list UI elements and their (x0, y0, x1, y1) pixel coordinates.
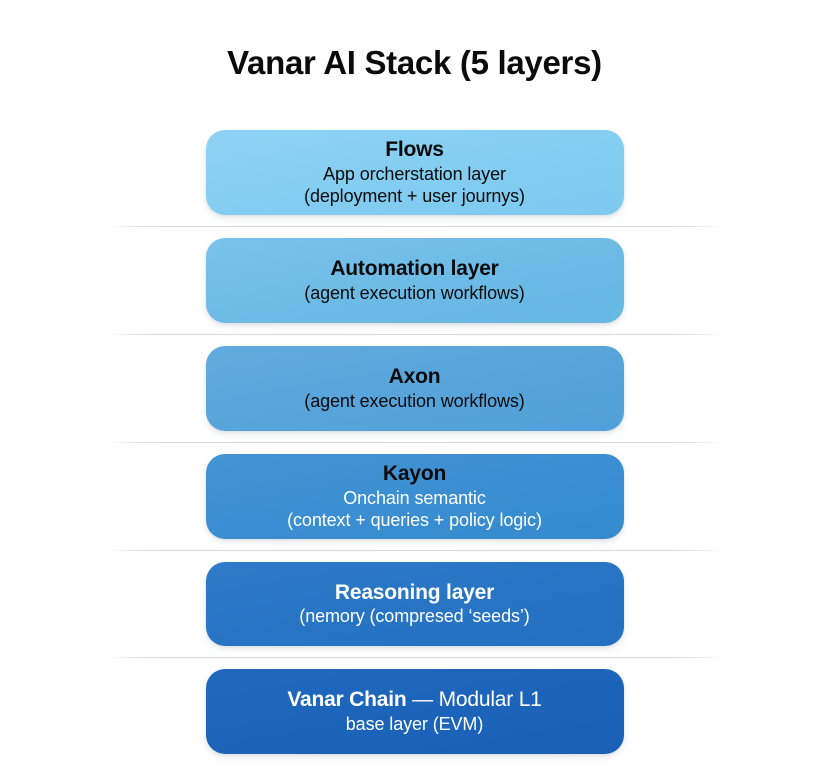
layer-title-vanar-chain-bold: Vanar Chain (287, 688, 407, 712)
layer-title-axon: Axon (388, 365, 441, 389)
layer-box-flows[interactable]: Flows App orcherstation layer (deploymen… (205, 130, 624, 215)
spacer (0, 215, 829, 226)
spacer (0, 335, 829, 346)
layer-row-vanar-chain: Vanar Chain — Modular L1 base layer (EVM… (0, 669, 829, 754)
layer-separator-5 (107, 657, 722, 658)
layer-subtitle-reasoning-layer-1: (nemory (compresed ‘seeds’) (299, 606, 530, 627)
layer-box-automation-layer[interactable]: Automation layer (agent execution workfl… (205, 238, 624, 323)
layer-title-kayon: Kayon (382, 461, 447, 485)
layer-subtitle-kayon-1: Onchain semantic (343, 487, 486, 508)
layer-box-reasoning-layer[interactable]: Reasoning layer (nemory (compresed ‘seed… (205, 562, 624, 646)
spacer (0, 443, 829, 454)
layer-title-vanar-chain-suffix: — Modular L1 (406, 688, 542, 712)
layer-subtitle-kayon-2: (context + queries + policy logic) (287, 509, 542, 530)
layer-subtitle-flows-2: (deployment + user journys) (304, 185, 525, 206)
layer-subtitle-vanar-chain-1: base layer (EVM) (345, 713, 484, 734)
layer-box-vanar-chain[interactable]: Vanar Chain — Modular L1 base layer (EVM… (205, 669, 624, 754)
spacer (0, 646, 829, 657)
layer-subtitle-automation-layer-1: (agent execution workflows) (304, 282, 525, 303)
layer-separator-3 (107, 442, 722, 443)
layer-row-kayon: Kayon Onchain semantic (context + querie… (0, 454, 829, 539)
page-title: Vanar AI Stack (5 layers) (227, 44, 602, 81)
layer-title-flows: Flows (385, 137, 444, 161)
spacer (0, 539, 829, 550)
layer-box-axon[interactable]: Axon (agent execution workflows) (205, 346, 624, 431)
spacer (0, 323, 829, 334)
layer-title-automation-layer: Automation layer (330, 257, 499, 281)
layer-subtitle-flows-1: App orcherstation layer (323, 163, 506, 184)
layer-title-vanar-chain: Vanar Chain — Modular L1 (287, 688, 542, 713)
layer-row-automation-layer: Automation layer (agent execution workfl… (0, 238, 829, 323)
layer-row-axon: Axon (agent execution workflows) (0, 346, 829, 431)
layer-separator-4 (107, 550, 722, 551)
spacer (0, 227, 829, 238)
layer-row-flows: Flows App orcherstation layer (deploymen… (0, 130, 829, 215)
layer-box-kayon[interactable]: Kayon Onchain semantic (context + querie… (205, 454, 624, 539)
layer-row-reasoning-layer: Reasoning layer (nemory (compresed ‘seed… (0, 562, 829, 646)
layer-separator-1 (107, 226, 722, 227)
layer-title-reasoning-layer: Reasoning layer (334, 580, 495, 604)
spacer (0, 431, 829, 442)
layer-separator-2 (107, 334, 722, 335)
layer-subtitle-axon-1: (agent execution workflows) (304, 390, 525, 411)
spacer (0, 658, 829, 669)
layer-stack: Flows App orcherstation layer (deploymen… (0, 130, 829, 754)
spacer (0, 551, 829, 562)
